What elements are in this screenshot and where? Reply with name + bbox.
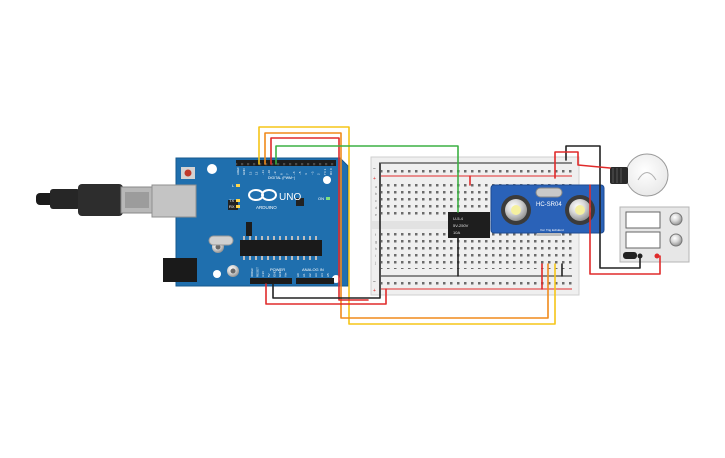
row-letter: f	[375, 233, 376, 237]
analog-pin-label: A1	[302, 273, 306, 277]
digital-pin-label: AREF	[236, 167, 240, 175]
digital-pin-label: RX 0	[329, 168, 333, 175]
power-pin-label: IOREF	[250, 268, 254, 277]
wire-red-top[interactable]	[270, 137, 369, 301]
wire-green[interactable]	[275, 145, 459, 213]
relay-module[interactable]: U-5-4 5V-250V 10A	[448, 212, 490, 238]
power-pin-label: 3.3V	[261, 271, 265, 277]
digital-pin-label: ~9	[273, 171, 277, 175]
usb-cable	[36, 184, 154, 216]
crystal	[535, 187, 563, 198]
row-letter: d	[375, 206, 377, 210]
power-supply[interactable]	[619, 206, 690, 263]
digital-pin-label: 7	[286, 173, 290, 175]
led-label-l: L	[232, 183, 235, 188]
digital-pin-label: ~3	[310, 171, 314, 175]
led-tx	[236, 199, 240, 202]
wire-orange[interactable]	[264, 132, 549, 319]
row-letter: j	[374, 261, 376, 265]
relay-label-2: 5V-250V	[453, 223, 469, 228]
atmega-chip	[240, 240, 322, 256]
power-header-label: POWER	[270, 267, 285, 272]
wire-yellow[interactable]	[258, 126, 556, 325]
on-led-label: ON	[318, 196, 324, 201]
power-pin-label: 5V	[267, 273, 271, 277]
digital-pin-label: ~6	[292, 171, 296, 175]
wire-black-arduino[interactable]	[272, 162, 381, 299]
digital-pin-label: 13	[248, 171, 252, 175]
analog-pin-label: A2	[308, 273, 312, 277]
crystal	[208, 235, 234, 246]
analog-header-label: ANALOG IN	[302, 267, 324, 272]
analog-pin-label: A4	[320, 273, 324, 277]
arduino-board[interactable]: ARDUINO UNO DIGITAL (PWM~) POWER ANALOG …	[151, 157, 349, 287]
svg-text:+: +	[373, 176, 376, 182]
digital-pin-label: ~11	[261, 170, 265, 175]
sensor-pin-label: Echo	[552, 228, 559, 232]
sensor-model: HC-SR04	[536, 202, 562, 208]
arduino-model: UNO	[279, 192, 301, 203]
digital-pin-label: GND	[242, 168, 246, 176]
arduino-logo	[248, 189, 277, 201]
led-label-tx: TX	[229, 198, 234, 203]
display-panel	[625, 211, 661, 229]
led-l	[236, 184, 240, 187]
usb-port	[151, 184, 197, 218]
power-pin-label: Vin	[284, 272, 288, 277]
led-on	[326, 197, 330, 200]
digital-pin-label: 12	[255, 171, 259, 175]
bulb-socket	[610, 167, 628, 184]
terminal-positive[interactable]	[654, 253, 660, 259]
display-panel	[625, 231, 661, 249]
analog-header[interactable]	[296, 278, 334, 284]
digital-header-label: DIGITAL (PWM~)	[268, 176, 295, 180]
power-pin-label: RESET	[256, 267, 260, 277]
analog-pin-label: A0	[296, 273, 300, 277]
row-letter: i	[375, 254, 376, 258]
led-label-rx: RX	[229, 204, 235, 209]
wire-red-supply[interactable]	[589, 184, 661, 275]
row-letter: a	[375, 185, 377, 189]
svg-text:+: +	[373, 288, 376, 294]
analog-pin-label: A3	[314, 273, 318, 277]
digital-pin-label: ~5	[298, 171, 302, 175]
digital-pin-label: ~10	[267, 170, 271, 175]
row-letter: b	[375, 192, 377, 196]
sensor-pin-label: Vcc	[540, 228, 546, 232]
sensor-pin-label: Gnd	[558, 228, 564, 232]
power-header[interactable]	[250, 278, 292, 284]
wire-red-arduino[interactable]	[265, 283, 387, 305]
row-letter: g	[375, 240, 377, 244]
digital-pin-label: TX 1	[323, 168, 327, 175]
wire-black-bulb[interactable]	[565, 145, 641, 269]
relay-label-3: 10A	[453, 230, 460, 235]
row-letter: c	[375, 199, 377, 203]
analog-pin-label: A5	[326, 273, 330, 277]
digital-pin-label: 4	[304, 173, 308, 175]
wire-red-bulb[interactable]	[554, 151, 611, 179]
digital-pin-label: 8	[279, 173, 283, 175]
svg-text:−: −	[373, 166, 376, 172]
power-pin-label: GND	[272, 270, 276, 278]
arduino-brand: ARDUINO	[256, 205, 277, 210]
power-jack	[163, 258, 197, 282]
svg-text:−: −	[373, 279, 376, 285]
digital-pin-label: 2	[317, 173, 321, 175]
light-bulb[interactable]	[610, 153, 669, 197]
row-letter: h	[375, 247, 377, 251]
knob-icon[interactable]	[669, 212, 683, 226]
sensor-pin-label: Trig	[546, 228, 551, 232]
row-letter: e	[375, 213, 377, 217]
power-pin-label: GND	[278, 270, 282, 278]
led-rx	[236, 205, 240, 208]
power-switch[interactable]	[623, 252, 637, 259]
relay-label-1: U-5-4	[453, 216, 464, 221]
knob-icon[interactable]	[669, 233, 683, 247]
